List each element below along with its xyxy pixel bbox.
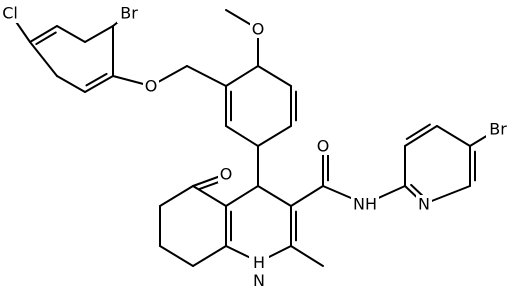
bond-a1-a2 [29,25,58,43]
atom-label-o-methoxy: O [250,20,266,39]
svg-text:O: O [252,20,265,39]
svg-text:O: O [145,77,158,96]
atom-label-o-amide: O [315,137,331,156]
bond-a5-a6-second [85,72,108,87]
bond-c4a-c5 [192,185,227,207]
bond-c4-c4a [225,185,259,207]
bond-a3-a4 [84,25,114,43]
atom-label-br-phenoxy: Br [117,3,141,23]
svg-text:HN: HN [253,253,265,289]
atom-label-br-pyridine: Br [486,119,510,139]
bond-a1-a2-second [35,31,57,46]
bond-b3-b4 [257,125,292,147]
bond-a5-a6 [84,75,114,93]
atom-label-o-ether: O [143,77,159,96]
bond-b5-b6 [257,65,292,87]
bond-c5-c6 [159,185,194,207]
bond-c2-c2m [290,245,324,267]
bond-a7-a1 [29,41,58,77]
atom-label-o-ketone: O [218,165,234,184]
svg-text:Cl: Cl [2,4,18,23]
bond-ch2-b1 [186,65,227,87]
atom-label-cl: Cl [0,3,20,23]
bond-c3-c4 [257,185,292,207]
svg-text:N: N [418,195,430,214]
bond-c3-cA [290,185,324,207]
svg-text:NH: NH [353,195,377,214]
bond-a2-a3 [56,25,86,43]
bond-p3-p4 [404,125,438,147]
bond-c7-c8 [159,245,194,267]
svg-text:O: O [220,165,233,184]
atom-label-n-pyridine: N [416,195,432,214]
atom-labels: Cl Br O O O O NH N [0,3,510,289]
svg-text:O: O [317,137,330,156]
svg-text:Br: Br [489,120,507,139]
bond-c8-c8a [192,245,227,267]
atom-label-nh-amide: NH [351,195,379,214]
bond-p4-p5 [436,125,471,147]
bond-b6-b1 [225,65,259,87]
bond-a6-a7 [56,75,86,93]
bond-b2-b3 [225,125,259,147]
bond-p3-p4-second [405,123,431,140]
svg-text:Br: Br [120,4,138,23]
bond-lines [9,9,499,267]
